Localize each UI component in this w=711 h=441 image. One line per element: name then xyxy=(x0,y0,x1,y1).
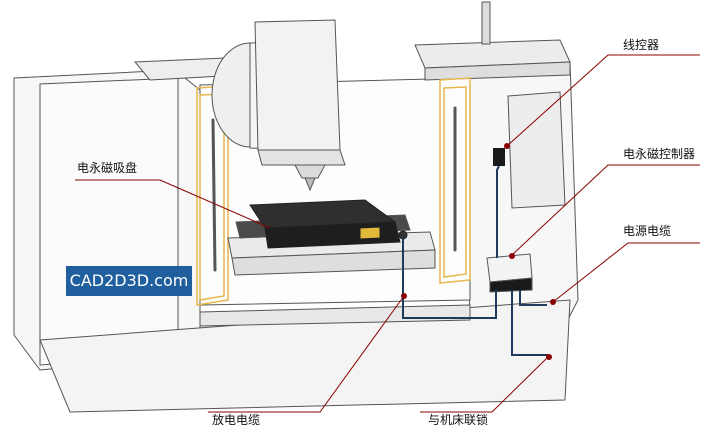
watermark: CAD2D3D.com xyxy=(66,266,192,296)
label-magnetic-chuck: 电永磁吸盘 xyxy=(77,161,137,175)
spindle-rod xyxy=(482,2,490,44)
label-discharge-cable: 放电电缆 xyxy=(212,413,260,427)
label-wire-control: 线控器 xyxy=(623,38,659,52)
label-power-cable: 电源电缆 xyxy=(623,224,671,238)
label-interlock: 与机床联锁 xyxy=(428,413,488,427)
label-magnetic-controller: 电永磁控制器 xyxy=(623,147,695,161)
wire-controller-box xyxy=(493,148,505,166)
magnetic-controller-box xyxy=(487,254,532,292)
